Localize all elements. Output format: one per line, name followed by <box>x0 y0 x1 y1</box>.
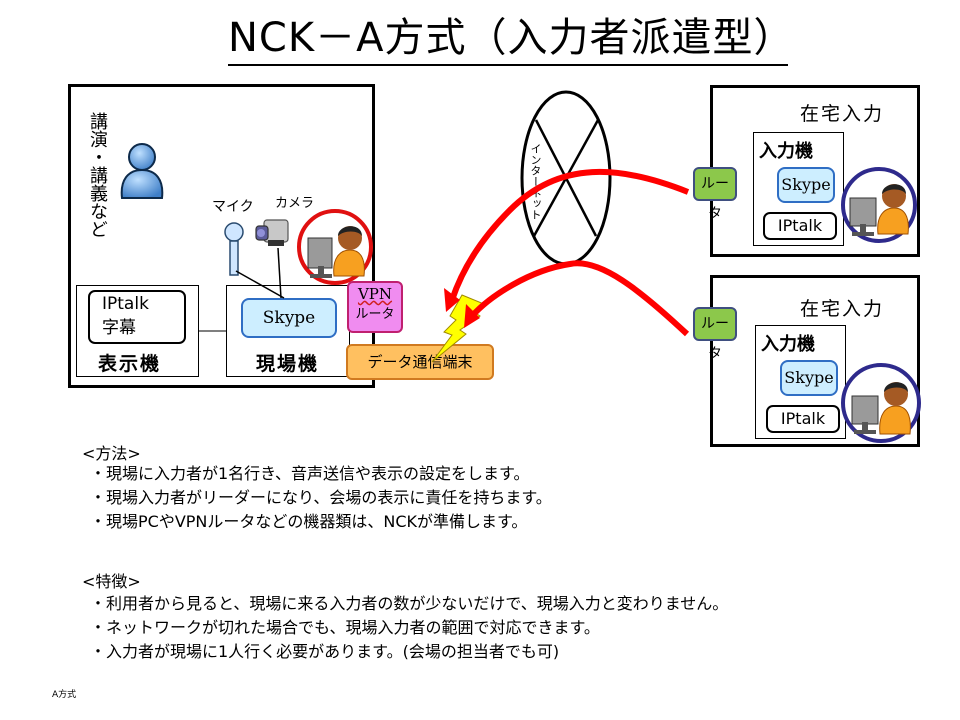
page-title: NCK－A方式（入力者派遣型） <box>228 12 793 66</box>
method-heading: <方法> <box>82 444 141 463</box>
input-pc-label-1: 入力機 <box>759 141 813 162</box>
data-terminal: データ通信端末 <box>346 344 494 380</box>
feature-item: ・利用者から見ると、現場に来る入力者の数が少ないだけで、現場入力と変わりません。 <box>90 594 729 613</box>
caption-line-jimaku: 字幕 <box>102 318 136 338</box>
remote-iptalk-2: IPtalk <box>766 405 840 433</box>
vpn-router: VPN ルータ <box>347 281 403 333</box>
remote-iptalk-1: IPtalk <box>763 212 837 240</box>
router-2: ルータ <box>693 307 737 362</box>
caption-line-iptalk: IPtalk <box>102 294 149 314</box>
site-operator-icon <box>297 209 373 285</box>
speaker-person-icon <box>120 143 164 199</box>
lightning-icon <box>431 294 485 363</box>
remote-operator-icon-1 <box>841 167 917 243</box>
remote-skype-1: Skype <box>777 167 835 203</box>
remote-operator-icon-2 <box>841 363 921 443</box>
microphone-icon <box>224 222 244 276</box>
input-pc-label-2: 入力機 <box>761 334 815 355</box>
site-pc-label: 現場機 <box>256 353 320 375</box>
camera-label: カメラ <box>275 196 315 211</box>
remote-site-title-2: 在宅入力 <box>800 298 885 320</box>
feature-item: ・入力者が現場に1人行く必要があります。(会場の担当者でも可) <box>90 642 560 661</box>
features-heading: <特徴> <box>82 572 141 591</box>
footer-label: A方式 <box>52 690 77 700</box>
camera-cable <box>277 247 282 299</box>
remote-skype-2: Skype <box>780 360 838 396</box>
method-item: ・現場に入力者が1名行き、音声送信や表示の設定をします。 <box>90 464 530 483</box>
lecture-label: 講演・講義など <box>87 112 108 238</box>
vpn-router-label: ルータ <box>355 307 395 322</box>
display-pc-label: 表示機 <box>98 353 162 375</box>
features-list: ・利用者から見ると、現場に来る入力者の数が少ないだけで、現場入力と変わりません。… <box>90 592 728 664</box>
method-item: ・現場PCやVPNルータなどの機器類は、NCKが準備します。 <box>90 512 528 531</box>
mic-cable <box>235 270 285 299</box>
internet-label: インターネット <box>529 143 542 220</box>
video-camera-icon <box>255 219 289 246</box>
method-item: ・現場入力者がリーダーになり、会場の表示に責任を持ちます。 <box>90 488 552 507</box>
feature-item: ・ネットワークが切れた場合でも、現場入力者の範囲で対応できます。 <box>90 618 600 637</box>
remote-site-title-1: 在宅入力 <box>800 103 885 125</box>
iptalk-caption-box: IPtalk 字幕 <box>88 290 186 344</box>
mic-label: マイク <box>212 199 254 215</box>
router-1: ルータ <box>693 167 737 222</box>
arrow-from-remote-2 <box>464 260 690 337</box>
vpn-label: VPN <box>357 285 393 303</box>
method-list: ・現場に入力者が1名行き、音声送信や表示の設定をします。 ・現場入力者がリーダー… <box>90 462 552 534</box>
arrow-from-remote-1 <box>444 168 690 312</box>
site-skype-box: Skype <box>241 298 337 338</box>
